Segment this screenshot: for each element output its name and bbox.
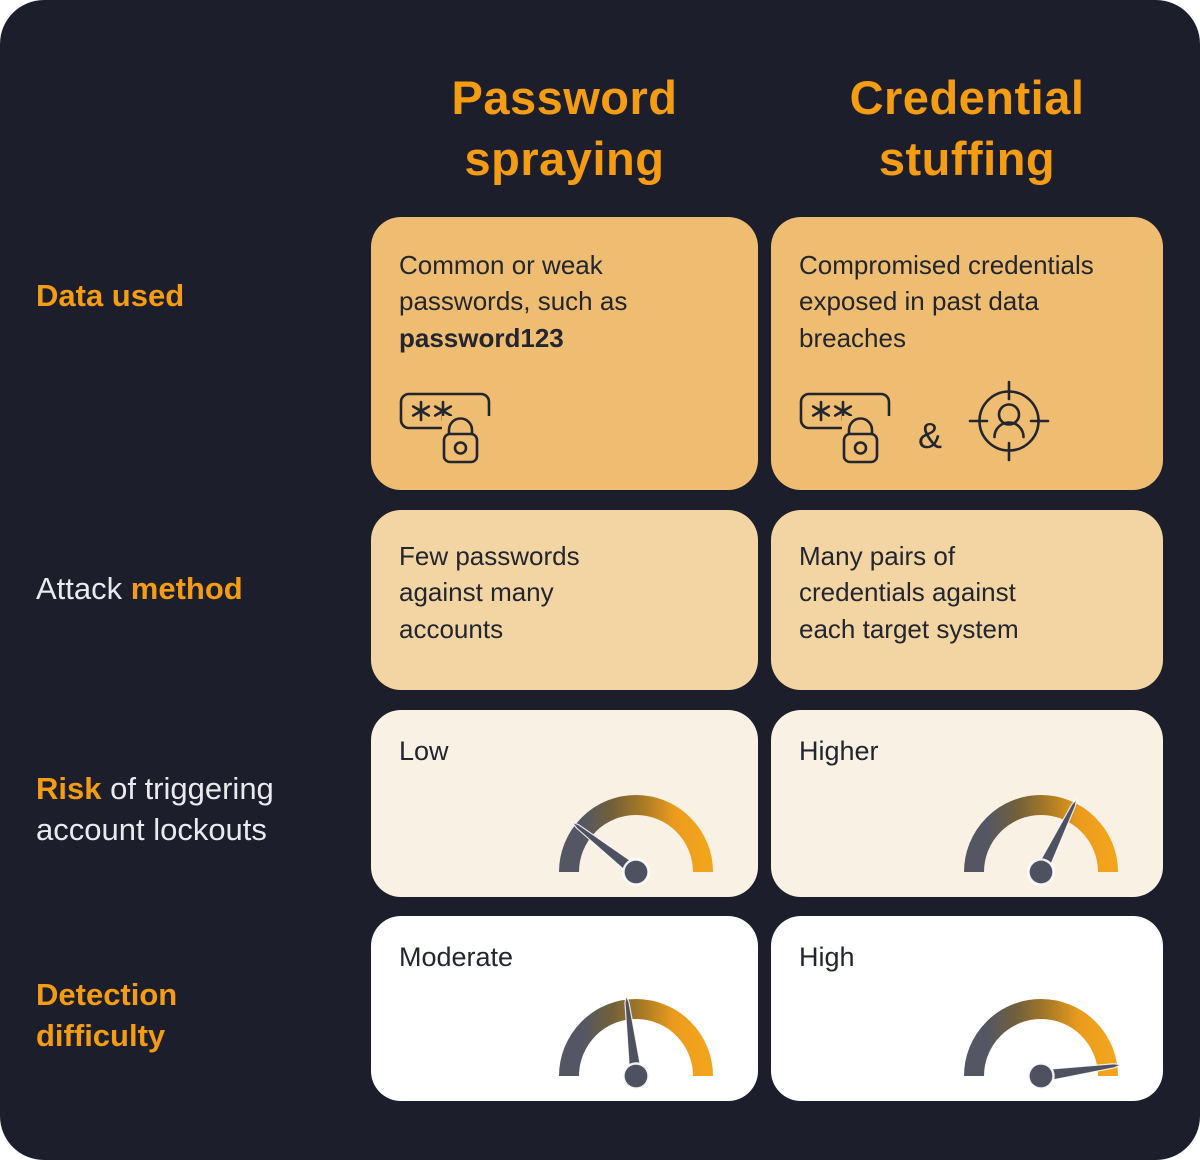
gauge-value-label: Moderate — [399, 942, 514, 972]
password-example: password123 — [399, 322, 564, 353]
cell-detection-spraying: Moderate — [371, 916, 758, 1101]
column-header-credential-stuffing: Credential stuffing — [771, 0, 1163, 217]
gauge-hub — [622, 858, 650, 886]
crosshair-ticks — [968, 380, 1050, 462]
cell-data-used-spraying: Common or weak passwords, such as passwo… — [371, 217, 758, 490]
gauge-hub — [622, 1062, 650, 1090]
cell-icons: & — [799, 378, 1135, 464]
row-label-attack-method: Attack method — [36, 510, 336, 710]
padlock-body — [842, 432, 879, 464]
cell-detection-stuffing: High — [771, 916, 1163, 1101]
row-label-data-used: Data used — [36, 217, 336, 510]
gauge-needle — [622, 993, 650, 1090]
gauge-high-icon — [964, 999, 1124, 1090]
row-label-accent: Risk — [36, 771, 102, 807]
cell-data-used-stuffing: Compromised credentials exposed in past … — [771, 217, 1163, 490]
gauge-arc — [964, 999, 1118, 1077]
corner-spacer — [36, 0, 358, 217]
gauge-moderate-icon — [559, 993, 713, 1090]
gauge-value-label: Low — [399, 736, 449, 766]
column-header-password-spraying: Password spraying — [371, 0, 758, 217]
padlock-shackle — [447, 417, 474, 436]
row-label-detection-difficulty: Detection difficulty — [36, 916, 336, 1101]
padlock-shackle — [847, 417, 874, 436]
gauge-value-label: Higher — [799, 736, 879, 766]
padlock-keyhole — [453, 441, 468, 455]
gauge-value-label: High — [799, 942, 855, 972]
cell-icons — [399, 390, 730, 464]
padlock-keyhole — [853, 441, 868, 455]
gauge-arc — [559, 795, 713, 873]
padlock-body — [442, 432, 479, 464]
gauge-needle — [1027, 797, 1078, 886]
password-lock-icon — [799, 392, 892, 464]
cell-lockout-risk-stuffing: Higher — [771, 710, 1163, 897]
cell-text: Compromised credentials exposed in past … — [799, 250, 1094, 353]
gauge-arc — [964, 795, 1118, 873]
cell-attack-method-stuffing: Many pairs of credentials against each t… — [771, 510, 1163, 690]
person-head — [997, 403, 1021, 426]
cell-text: Common or weak passwords, such as passwo… — [399, 247, 659, 356]
gauge-hub — [1027, 1062, 1055, 1090]
gauge-hub — [1027, 858, 1055, 886]
column-title: Password spraying — [451, 70, 678, 185]
ampersand: & — [918, 415, 943, 456]
cell-text: Few passwords against many accounts — [399, 541, 580, 644]
person-shoulders — [993, 421, 1025, 439]
row-label-accent: method — [130, 571, 243, 607]
gauge-higher-icon — [964, 795, 1118, 886]
cell-attack-method-spraying: Few passwords against many accounts — [371, 510, 758, 690]
row-label-text: Data used — [36, 278, 185, 314]
row-label-accent: Detection difficulty — [36, 977, 178, 1053]
password-lock-icon — [399, 392, 492, 464]
column-title: Credential stuffing — [849, 70, 1085, 185]
gauge-needle — [1027, 1062, 1124, 1090]
row-label-text: of triggering account lockouts — [36, 771, 274, 847]
target-person-icon — [968, 380, 1050, 462]
cell-text: Many pairs of credentials against each t… — [799, 541, 1019, 644]
gauge-arc — [559, 999, 713, 1077]
cell-text-body: Common or weak passwords, such as — [399, 250, 628, 317]
gauge-low-icon — [559, 795, 713, 886]
cell-lockout-risk-spraying: Low — [371, 710, 758, 897]
row-label-text: Attack — [36, 571, 131, 607]
row-label-lockout-risk: Risk of triggering account lockouts — [36, 710, 336, 916]
comparison-grid: Password spraying Credential stuffing Da… — [36, 0, 1163, 1101]
gauge-needle — [570, 820, 650, 886]
